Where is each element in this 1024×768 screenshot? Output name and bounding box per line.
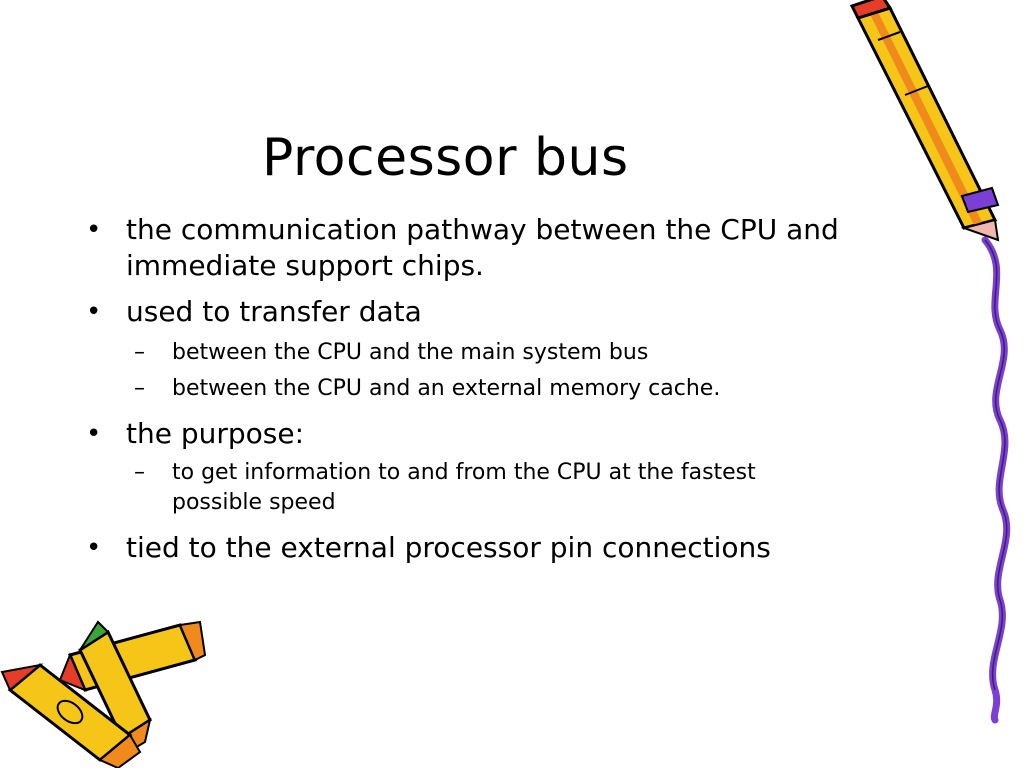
- bullet-item: • the purpose:: [86, 416, 305, 452]
- pencil-icon: [849, 0, 1000, 242]
- sub-bullet-item: – between the CPU and an external memory…: [134, 374, 721, 404]
- bullet-glyph: •: [86, 419, 102, 449]
- bullet-text: the communication pathway between the CP…: [126, 213, 839, 246]
- bullet-item: • tied to the external processor pin con…: [86, 530, 771, 566]
- sub-bullet-item: – between the CPU and the main system bu…: [134, 338, 649, 368]
- bullet-glyph: •: [86, 297, 102, 327]
- squiggle-line: [981, 236, 1011, 724]
- sub-bullet-item: – to get information to and from the CPU…: [134, 458, 756, 518]
- bullet-text: tied to the external processor pin conne…: [126, 531, 771, 564]
- sub-bullet-glyph: –: [134, 376, 145, 401]
- bullet-item: • used to transfer data: [86, 294, 422, 330]
- sub-bullet-text: between the CPU and an external memory c…: [172, 376, 721, 401]
- sub-bullet-text: to get information to and from the CPU a…: [172, 460, 756, 485]
- bullet-text: immediate support chips.: [126, 249, 484, 282]
- sub-bullet-glyph: –: [134, 340, 145, 365]
- bullet-glyph: •: [86, 215, 102, 245]
- bullet-glyph: •: [86, 533, 102, 563]
- bullet-text: the purpose:: [126, 417, 305, 450]
- bullet-text: used to transfer data: [126, 295, 422, 328]
- bullet-item: • the communication pathway between the …: [86, 212, 839, 284]
- slide-title: Processor bus: [262, 128, 629, 188]
- sub-bullet-text: between the CPU and the main system bus: [172, 340, 649, 365]
- sub-bullet-text: possible speed: [172, 490, 336, 515]
- sub-bullet-glyph: –: [134, 460, 145, 485]
- crayons-icon: [0, 620, 207, 768]
